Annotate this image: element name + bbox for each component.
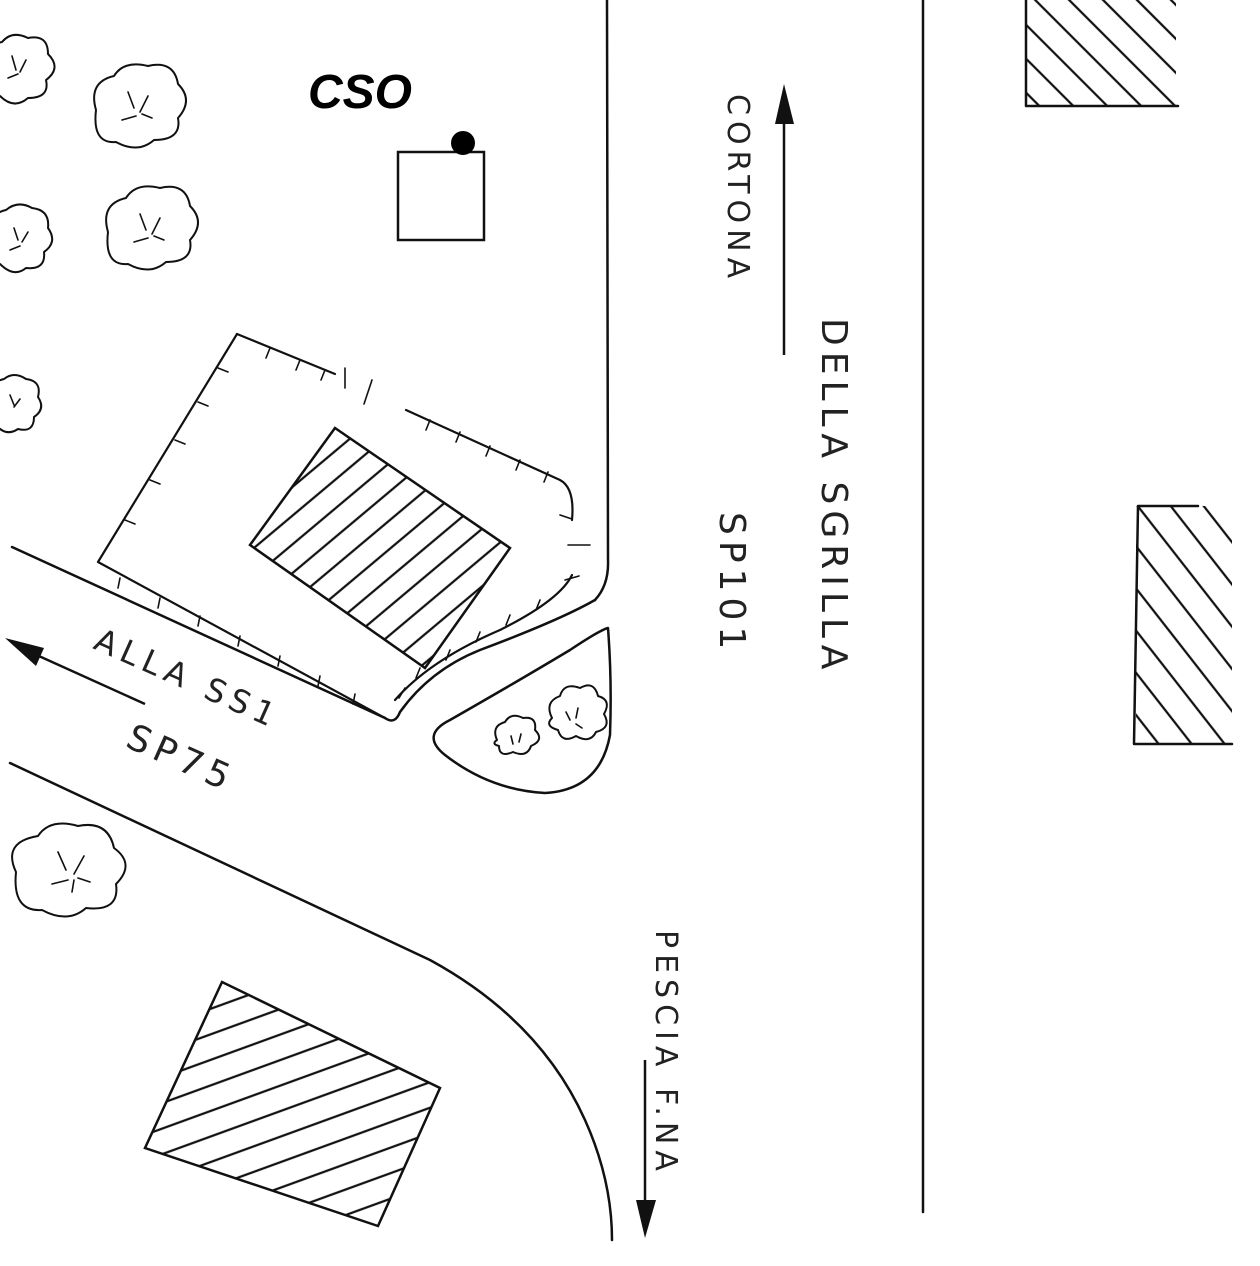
building-middle-right	[1132, 504, 1234, 746]
tree-icon	[93, 63, 187, 149]
direction-arrow-icon	[5, 638, 146, 706]
road-code-sp101: SP101	[711, 512, 752, 655]
cso-label: CSO	[308, 66, 412, 119]
location-dot-icon	[451, 131, 475, 155]
hatched-building	[248, 426, 512, 670]
cso-building	[396, 150, 486, 242]
fenced-plot	[96, 332, 591, 720]
destination-north-label: CORTONA	[720, 94, 755, 284]
trees	[0, 33, 199, 918]
building-bottom-left	[143, 980, 442, 1228]
tree-icon	[11, 822, 127, 918]
road-name-sp75: ALLA SS1	[89, 621, 287, 737]
tree-icon	[0, 33, 56, 105]
building-top-right	[1024, 0, 1180, 108]
road-edges	[8, 0, 925, 1242]
tree-icon	[105, 185, 199, 271]
tree-icon	[548, 684, 608, 741]
road-code-sp75: SP75	[120, 717, 241, 801]
tree-icon	[0, 374, 43, 434]
road-name-sp101: DELLA SGRILLA	[813, 318, 854, 675]
traffic-island	[432, 626, 612, 795]
tree-icon	[0, 203, 54, 274]
direction-arrow-icon	[775, 84, 794, 355]
direction-arrow-icon	[636, 1060, 656, 1238]
destination-south-label: PESCIA F.NA	[648, 930, 683, 1177]
tree-icon	[493, 714, 541, 755]
